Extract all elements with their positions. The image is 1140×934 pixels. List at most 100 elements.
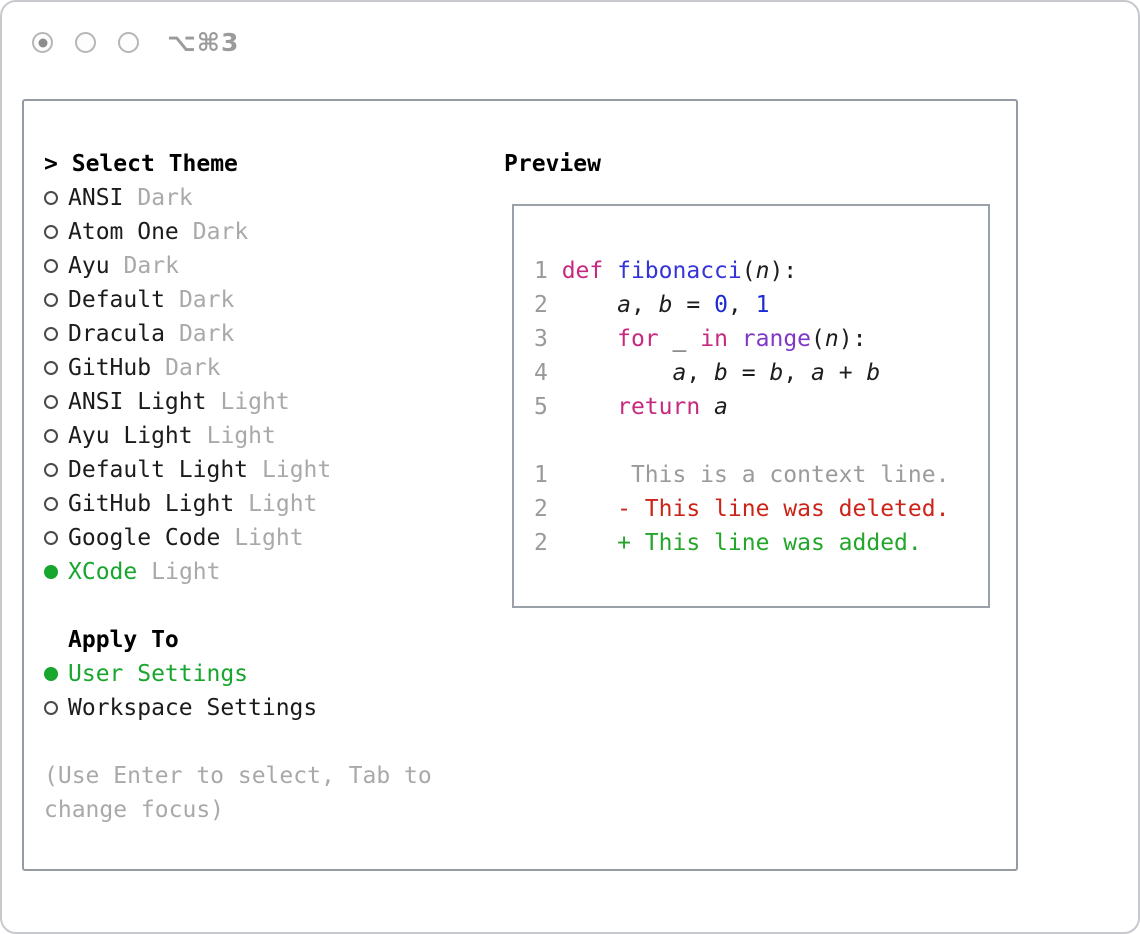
theme-option-ayu[interactable]: Ayu Dark bbox=[44, 249, 496, 283]
code-token-var: n bbox=[755, 258, 770, 284]
theme-name: Dracula bbox=[68, 321, 165, 347]
code-token-pl bbox=[686, 326, 700, 352]
code-token-var: n bbox=[824, 326, 839, 352]
code-line-2: 2 a, b = 0, 1 bbox=[534, 288, 988, 322]
theme-option-github-light[interactable]: GitHub Light Light bbox=[44, 487, 496, 521]
diff-text: - This line was deleted. bbox=[561, 496, 950, 522]
select-theme-title: > Select Theme bbox=[44, 147, 496, 181]
window-shortcut: ⌥⌘3 bbox=[167, 28, 240, 57]
code-token-num: 0 bbox=[714, 292, 728, 318]
theme-option-dracula[interactable]: Dracula Dark bbox=[44, 317, 496, 351]
line-number: 1 bbox=[534, 462, 548, 488]
prompt-icon: > bbox=[44, 151, 58, 177]
code-token-num: 1 bbox=[755, 292, 770, 318]
code-token-var: _ bbox=[672, 326, 687, 352]
code-token-pl bbox=[562, 394, 617, 420]
titlebar: ⌥⌘3 bbox=[32, 28, 239, 57]
theme-variant: Dark bbox=[165, 355, 221, 381]
code-line-3: 3 for _ in range(n): bbox=[534, 322, 988, 356]
radio-icon bbox=[44, 327, 58, 341]
diff-preview: 1 This is a context line.2 - This line w… bbox=[534, 458, 988, 560]
code-token-var: a bbox=[714, 394, 728, 420]
window-tab-dot-3[interactable] bbox=[118, 32, 139, 53]
code-token-pl: = bbox=[727, 360, 770, 386]
theme-option-xcode[interactable]: XCode Light bbox=[44, 555, 496, 589]
line-number: 1 bbox=[534, 258, 548, 284]
theme-name: Ayu bbox=[68, 253, 110, 279]
theme-variant: Light bbox=[234, 525, 304, 551]
theme-variant: Dark bbox=[178, 287, 235, 313]
code-token-var: b bbox=[866, 360, 881, 386]
hint-text: (Use Enter to select, Tab to change focu… bbox=[44, 763, 432, 823]
window-tab-dots bbox=[32, 32, 139, 53]
code-token-var: a bbox=[811, 360, 825, 386]
theme-variant: Light bbox=[151, 559, 221, 585]
code-token-pl: , bbox=[727, 292, 756, 318]
apply-option-user-settings[interactable]: User Settings bbox=[44, 657, 496, 691]
code-token-pl: + bbox=[824, 360, 867, 386]
line-number: 2 bbox=[534, 530, 548, 556]
code-token-var: b bbox=[769, 360, 784, 386]
radio-icon bbox=[44, 531, 58, 545]
radio-icon bbox=[44, 293, 58, 307]
line-number: 5 bbox=[534, 394, 548, 420]
code-token-pl bbox=[659, 326, 673, 352]
window-tab-dot-1[interactable] bbox=[32, 32, 53, 53]
theme-variant: Dark bbox=[123, 253, 179, 279]
theme-name: ANSI bbox=[68, 185, 124, 211]
theme-name: ANSI Light bbox=[68, 389, 207, 415]
code-token-fn: fibonacci bbox=[617, 258, 742, 284]
theme-name: XCode bbox=[68, 559, 138, 585]
code-line-5: 5 return a bbox=[534, 390, 988, 424]
code-token-pl bbox=[603, 258, 617, 284]
radio-icon bbox=[44, 463, 58, 477]
theme-option-ansi-light[interactable]: ANSI Light Light bbox=[44, 385, 496, 419]
theme-name: Google Code bbox=[68, 525, 221, 551]
code-token-pl: ( bbox=[811, 326, 825, 352]
theme-name: GitHub Light bbox=[68, 491, 235, 517]
code-token-pl: ( bbox=[741, 258, 756, 284]
radio-icon bbox=[44, 429, 58, 443]
radio-selected-icon bbox=[44, 667, 58, 681]
code-token-var: b bbox=[658, 292, 673, 318]
theme-variant: Dark bbox=[137, 185, 193, 211]
code-token-var: a bbox=[672, 360, 687, 386]
code-token-kw: for bbox=[617, 326, 659, 352]
window-tab-dot-2[interactable] bbox=[75, 32, 96, 53]
code-token-pl: ): bbox=[838, 326, 867, 352]
line-number: 3 bbox=[534, 326, 548, 352]
radio-icon bbox=[44, 497, 58, 511]
code-token-kw: in bbox=[700, 326, 728, 352]
code-token-var: a bbox=[617, 292, 631, 318]
apply-to-title: Apply To bbox=[68, 627, 179, 653]
theme-variant: Light bbox=[220, 389, 290, 415]
code-token-pl: , bbox=[783, 360, 812, 386]
code-token-kw: return bbox=[617, 394, 701, 420]
radio-icon bbox=[44, 395, 58, 409]
radio-icon bbox=[44, 259, 58, 273]
theme-name: Default bbox=[68, 287, 165, 313]
apply-target-name: User Settings bbox=[68, 661, 249, 687]
theme-variant: Dark bbox=[178, 321, 235, 347]
apply-option-workspace-settings[interactable]: Workspace Settings bbox=[44, 691, 496, 725]
code-token-pl: , bbox=[630, 292, 659, 318]
theme-variant: Dark bbox=[192, 219, 249, 245]
theme-option-google-code[interactable]: Google Code Light bbox=[44, 521, 496, 555]
code-token-pl bbox=[700, 394, 714, 420]
theme-variant: Light bbox=[206, 423, 276, 449]
theme-option-default[interactable]: Default Dark bbox=[44, 283, 496, 317]
line-number: 2 bbox=[534, 496, 548, 522]
theme-option-ansi[interactable]: ANSI Dark bbox=[44, 181, 496, 215]
theme-variant: Light bbox=[262, 457, 332, 483]
theme-variant: Light bbox=[248, 491, 318, 517]
